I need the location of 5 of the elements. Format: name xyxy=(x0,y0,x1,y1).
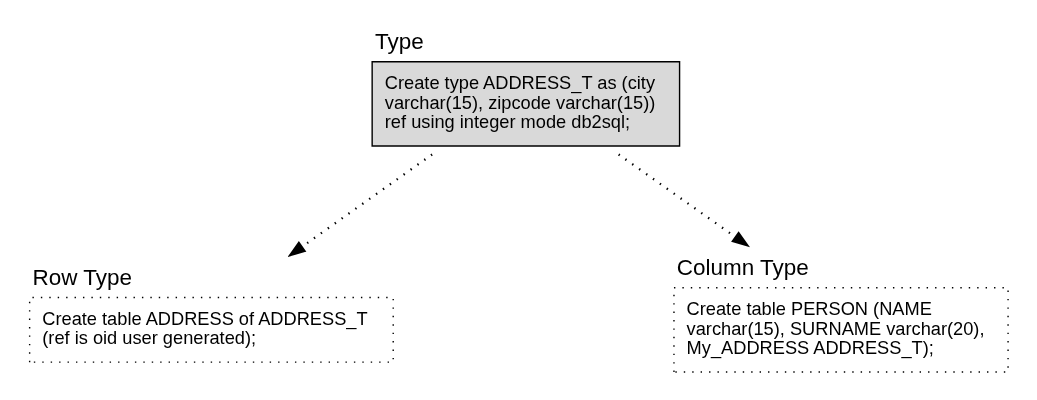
node-label: Row Type xyxy=(32,264,132,290)
arrow xyxy=(287,153,433,258)
node-label: Column Type xyxy=(676,254,809,280)
arrow xyxy=(618,153,750,248)
node-label: Type xyxy=(374,28,424,54)
